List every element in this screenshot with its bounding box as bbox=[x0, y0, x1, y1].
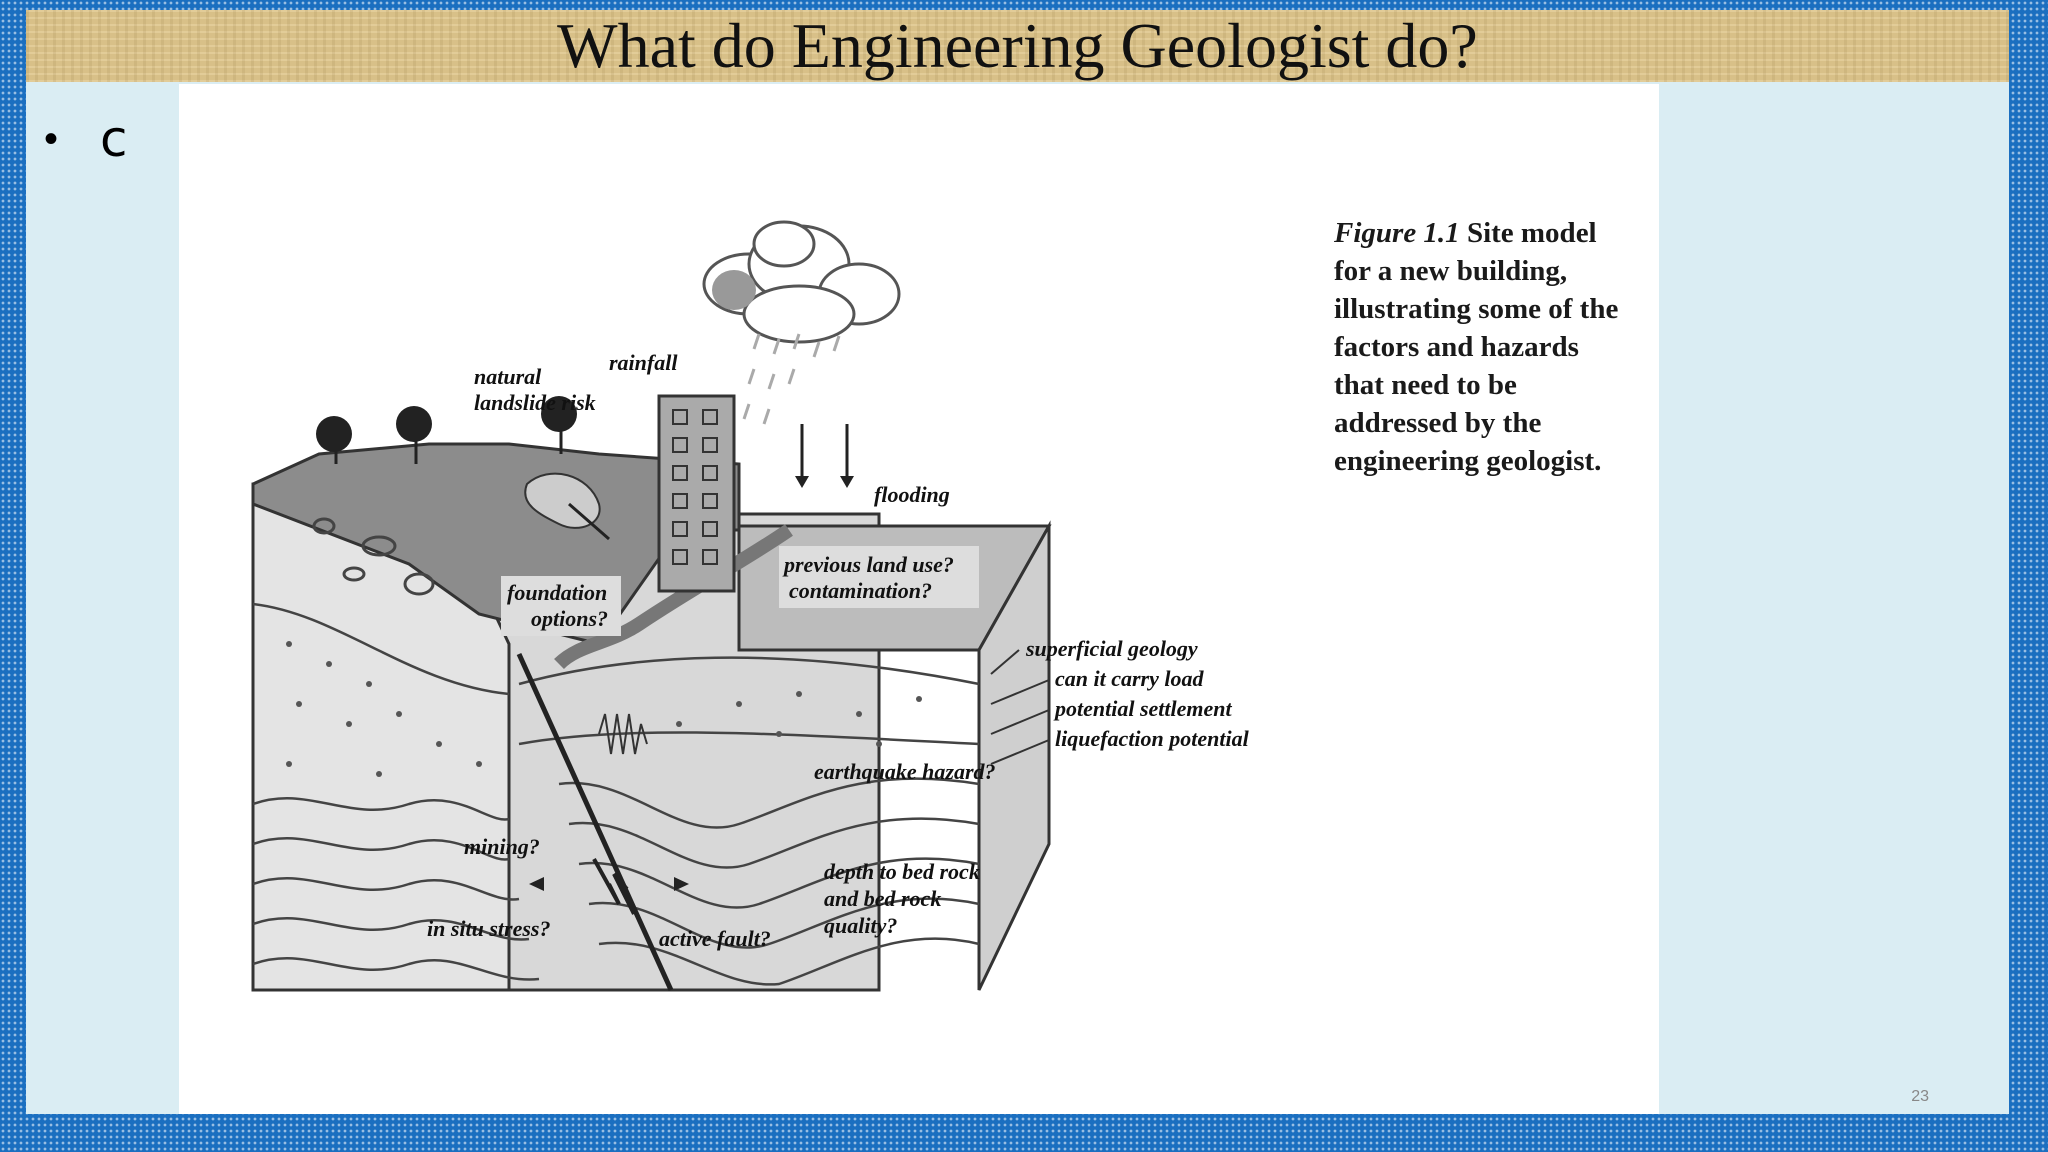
figure-caption: Figure 1.1 Site model for a new building… bbox=[1334, 214, 1624, 480]
label-settlement: potential settlement bbox=[1053, 696, 1232, 721]
slide-number: 23 bbox=[1911, 1088, 1929, 1105]
bullet-icon: • bbox=[44, 116, 59, 161]
bullet-text: c bbox=[100, 110, 128, 168]
label-earthquake: earthquake hazard? bbox=[814, 759, 996, 784]
label-foundation: foundation bbox=[507, 580, 607, 605]
landslide-arrow bbox=[568, 502, 610, 541]
label-options: options? bbox=[531, 606, 608, 631]
label-carry-load: can it carry load bbox=[1055, 666, 1204, 691]
boulders bbox=[312, 517, 435, 596]
earthquake-wave bbox=[598, 713, 648, 755]
trees bbox=[316, 396, 577, 464]
stress-arrows bbox=[529, 877, 689, 891]
label-flooding: flooding bbox=[874, 482, 950, 507]
label-natural: natural bbox=[474, 364, 542, 389]
site-model-diagram: natural landslide risk rainfall flooding… bbox=[251, 220, 1250, 992]
rock-strata bbox=[252, 602, 980, 986]
land-use-label-bg bbox=[779, 546, 979, 608]
label-landslide-risk: landslide risk bbox=[474, 390, 596, 415]
title-bar: What do Engineering Geologist do? bbox=[26, 10, 2009, 82]
label-quality: quality? bbox=[824, 913, 897, 938]
river-channel bbox=[554, 524, 793, 670]
slide-title: What do Engineering Geologist do? bbox=[557, 10, 1478, 81]
label-active-fault: active fault? bbox=[659, 926, 771, 951]
label-depth-to-bedrock: depth to bed rock bbox=[824, 859, 980, 884]
label-previous-land-use: previous land use? bbox=[782, 552, 954, 577]
caption-text: Site model for a new building, illustrat… bbox=[1334, 217, 1619, 477]
label-superficial-geology: superficial geology bbox=[1025, 636, 1198, 661]
flood-arrowheads bbox=[795, 476, 854, 488]
building-windows bbox=[672, 409, 718, 565]
building bbox=[657, 394, 736, 593]
label-in-situ-stress: in situ stress? bbox=[427, 916, 551, 941]
block-right-face bbox=[977, 520, 1051, 991]
flood-arrows bbox=[800, 424, 849, 476]
rain-drops bbox=[742, 333, 841, 425]
fault-line bbox=[516, 652, 674, 992]
deposit-dots bbox=[286, 641, 922, 777]
foundation-label-bg bbox=[501, 576, 621, 636]
cloud-icon bbox=[702, 220, 901, 344]
leader-lines bbox=[990, 649, 1050, 765]
bullet-item: • c bbox=[44, 110, 128, 168]
cloud-shadow bbox=[712, 270, 756, 310]
figure-panel: natural landslide risk rainfall flooding… bbox=[179, 84, 1659, 1114]
label-rainfall: rainfall bbox=[609, 350, 678, 375]
fault-arrows bbox=[592, 858, 636, 915]
caption-label: Figure 1.1 bbox=[1334, 217, 1460, 249]
label-liquefaction: liquefaction potential bbox=[1055, 726, 1250, 751]
label-and-bedrock: and bed rock bbox=[824, 886, 941, 911]
slide: What do Engineering Geologist do? • c bbox=[26, 10, 2009, 1114]
label-mining: mining? bbox=[464, 834, 540, 859]
label-contamination: contamination? bbox=[789, 578, 932, 603]
